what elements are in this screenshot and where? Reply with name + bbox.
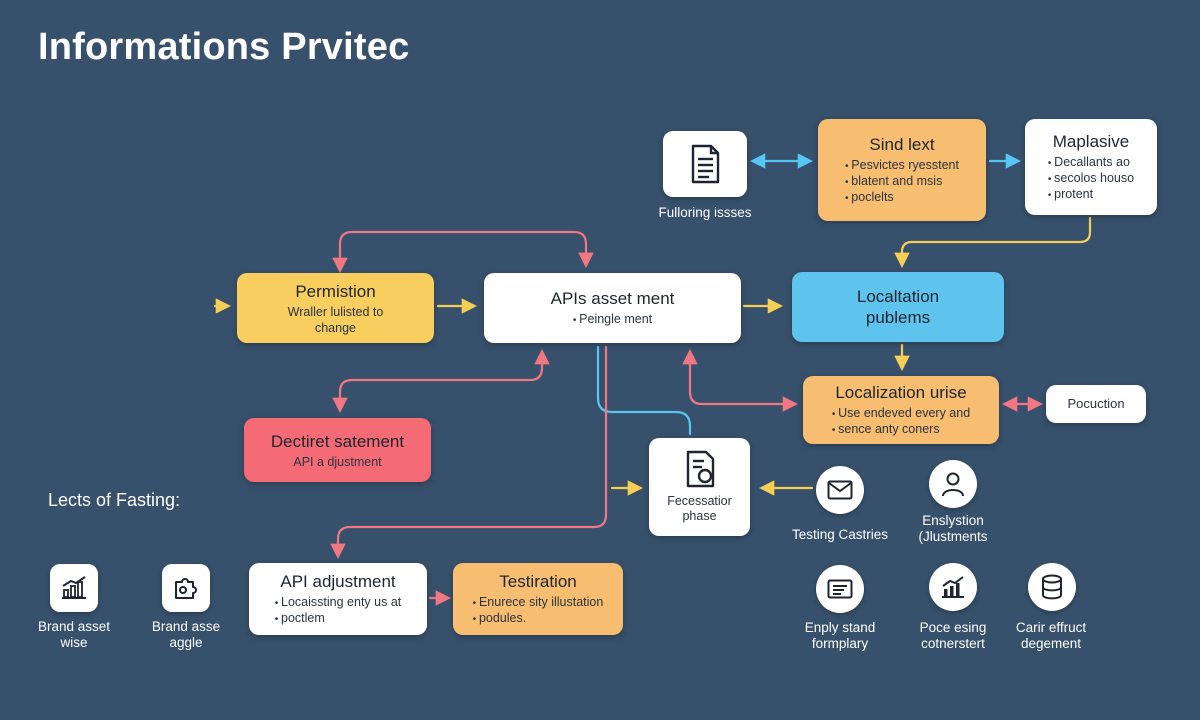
permistion-subtitle: Wraller lulisted to change [287, 304, 384, 335]
poce-esing-label: Poce esing cotnerstert [919, 620, 987, 651]
maplasive-bullets: Decallants ao secolos houso protent [1048, 155, 1134, 203]
maplasive-bullet: Decallants ao [1048, 155, 1134, 171]
api-adjustment-title: API adjustment [280, 572, 396, 591]
apis-bullet: Peingle ment [573, 312, 652, 328]
user-icon [942, 472, 964, 497]
api-adjustment-bullets: Locaissting enty us at poctlem [275, 595, 402, 627]
document-icon [691, 144, 720, 184]
arrow-urise-apis [682, 348, 799, 412]
maplasive-title: Maplasive [1052, 132, 1130, 151]
fecessatior-node[interactable]: Fecessatior phase [649, 438, 750, 536]
arrow-maplasive-localtation [894, 216, 1092, 269]
chart-icon [62, 576, 86, 599]
brand-asset-wise-item[interactable] [50, 564, 98, 612]
sind-lext-bullet: Pesvictes ryesstent [845, 158, 959, 174]
mail-icon [827, 480, 853, 500]
document-icon [686, 450, 714, 488]
sind-lext-bullet: poclelts [845, 190, 959, 206]
api-adjustment-bullet: poctlem [275, 611, 402, 627]
enslystion-item[interactable] [929, 460, 977, 508]
pocuction-node[interactable]: Pocuction [1046, 385, 1146, 423]
testiration-title: Testiration [499, 572, 577, 591]
apis-bullets: Peingle ment [573, 312, 652, 328]
fulloring-node[interactable] [663, 131, 747, 197]
chart-icon [942, 576, 964, 598]
localization-urise-title: Localization urise [835, 383, 967, 402]
sind-lext-title: Sind lext [869, 135, 935, 154]
testiration-bullet: Enurece sity illustation [473, 595, 603, 611]
testiration-bullets: Enurece sity illustation podules. [473, 595, 604, 627]
dectiret-node[interactable]: Dectiret satement API a djustment [244, 418, 431, 482]
puzzle-icon [175, 578, 197, 599]
poce-esing-item[interactable] [929, 563, 977, 611]
apis-title: APIs asset ment [550, 289, 675, 308]
enply-stand-item[interactable] [816, 565, 864, 613]
testing-castries-label: Testing Castries [791, 527, 889, 542]
brand-asset-wise-label: Brand asset wise [37, 619, 111, 650]
page-title: Informations Prvitec [38, 26, 410, 68]
section-label: Lects of Fasting: [48, 490, 181, 510]
api-adjustment-bullet: Locaissting enty us at [275, 595, 401, 611]
maplasive-node[interactable]: Maplasive Decallants ao secolos houso pr… [1025, 119, 1157, 215]
pocuction-title: Pocuction [1067, 396, 1125, 411]
arrow-arc-top [332, 230, 594, 274]
fulloring-caption: Fulloring issses [658, 205, 752, 220]
testiration-bullet: podules. [473, 611, 604, 627]
card-icon [827, 579, 853, 599]
apis-asset-node[interactable]: APIs asset ment Peingle ment [484, 273, 741, 343]
enslystion-label: Enslystion (Jlustments [918, 513, 988, 544]
dectiret-subtitle: API a djustment [293, 454, 382, 469]
localization-urise-bullets: Use endeved every and sence anty coners [832, 406, 970, 438]
maplasive-bullet: secolos houso [1048, 171, 1134, 187]
localization-urise-bullet: Use endeved every and [832, 406, 970, 422]
arrow-apis-adjustment [330, 345, 608, 560]
sind-lext-bullet: blatent and msis [845, 174, 959, 190]
enply-stand-label: Enply stand formplary [804, 620, 876, 651]
localtation-node[interactable]: Localtation publems [792, 272, 1004, 342]
localization-urise-node[interactable]: Localization urise Use endeved every and… [803, 376, 999, 444]
localtation-title: Localtation publems [856, 287, 940, 327]
sind-lext-node[interactable]: Sind lext Pesvictes ryesstent blatent an… [818, 119, 986, 221]
sind-lext-bullets: Pesvictes ryesstent blatent and msis poc… [845, 158, 959, 206]
permistion-title: Permistion [295, 281, 376, 301]
api-adjustment-node[interactable]: API adjustment Locaissting enty us at po… [249, 563, 427, 635]
database-icon [1042, 574, 1062, 600]
permistion-node[interactable]: Permistion Wraller lulisted to change [237, 273, 434, 343]
carir-effruct-label: Carir effruct degement [1015, 620, 1087, 651]
dectiret-title: Dectiret satement [270, 431, 405, 451]
testing-castries-item[interactable] [816, 466, 864, 514]
localization-urise-bullet: sence anty coners [832, 422, 970, 438]
brand-asse-aggle-label: Brand asse aggle [151, 619, 221, 650]
maplasive-bullet: protent [1048, 187, 1134, 203]
brand-asse-aggle-item[interactable] [162, 564, 210, 612]
arrow-apis-dectiret [332, 348, 550, 414]
arrow-apis-fecessatior [596, 345, 692, 436]
carir-effruct-item[interactable] [1028, 563, 1076, 611]
testiration-node[interactable]: Testiration Enurece sity illustation pod… [453, 563, 623, 635]
fecessatior-caption: Fecessatior phase [667, 494, 732, 523]
